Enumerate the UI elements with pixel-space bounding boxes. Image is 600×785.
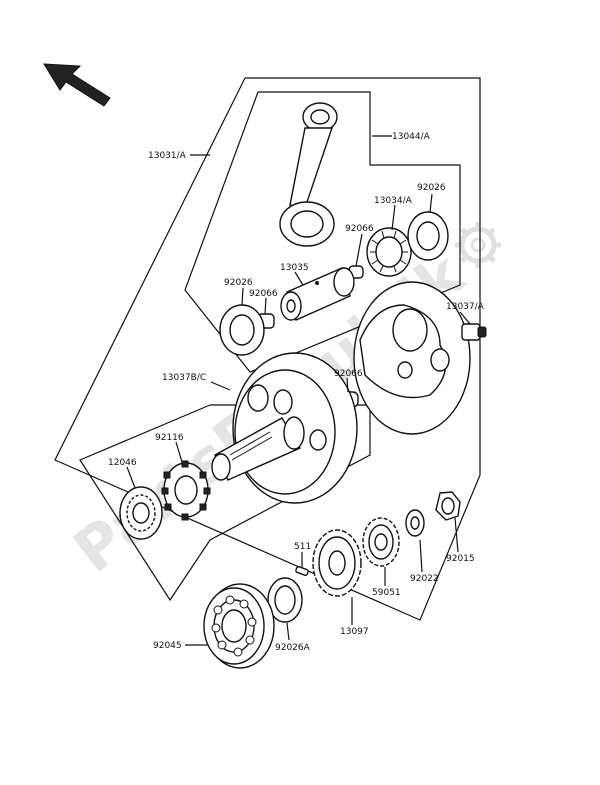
label-92015: 92015	[446, 554, 475, 564]
conrod-box-13044	[184, 91, 461, 373]
needle-bearing	[366, 227, 412, 277]
connecting-rod	[279, 102, 338, 247]
label-13037bc: 13037B/C	[162, 373, 206, 383]
label-92026a: 92026A	[275, 643, 311, 653]
label-92116: 92116	[155, 433, 184, 443]
gear-59051	[362, 517, 400, 567]
gear-12046	[119, 486, 163, 540]
part-labels: 13031/A 13044/A 13034/A 92026 92066 1303…	[108, 132, 485, 653]
gear-icon	[455, 222, 501, 268]
pin-511	[295, 565, 309, 577]
oil-seal-92026a	[267, 577, 303, 623]
label-92022: 92022	[410, 574, 439, 584]
label-92066-left: 92066	[249, 289, 278, 299]
leader-lines	[126, 135, 471, 646]
label-13097: 13097	[340, 627, 369, 637]
label-59051: 59051	[372, 588, 401, 598]
label-92066-mid: 92066	[334, 369, 363, 379]
crank-half-left	[211, 352, 358, 504]
assembly-outline-13031	[54, 77, 481, 621]
label-13044: 13044/A	[392, 132, 431, 142]
label-12046: 12046	[108, 458, 137, 468]
label-92026-top: 92026	[417, 183, 446, 193]
label-13031: 13031/A	[148, 151, 187, 161]
crank-half-right	[353, 281, 487, 435]
label-92066-top: 92066	[345, 224, 374, 234]
gear-13097	[312, 529, 362, 597]
label-13037a: 13037/A	[446, 302, 485, 312]
label-13035: 13035	[280, 263, 309, 273]
label-511: 511	[294, 542, 311, 552]
label-92026-left: 92026	[224, 278, 253, 288]
ball-bearing-92045	[203, 583, 275, 669]
thrust-washer-left	[219, 304, 265, 356]
thrust-washer-top	[407, 211, 449, 261]
crank-pin	[280, 267, 355, 321]
sprocket-92116	[161, 460, 211, 521]
nut-92015	[435, 491, 461, 521]
label-92045: 92045	[153, 641, 182, 651]
washer-92022	[405, 509, 425, 537]
arrow-up-left-icon	[43, 63, 111, 107]
label-13034: 13034/A	[374, 196, 413, 206]
